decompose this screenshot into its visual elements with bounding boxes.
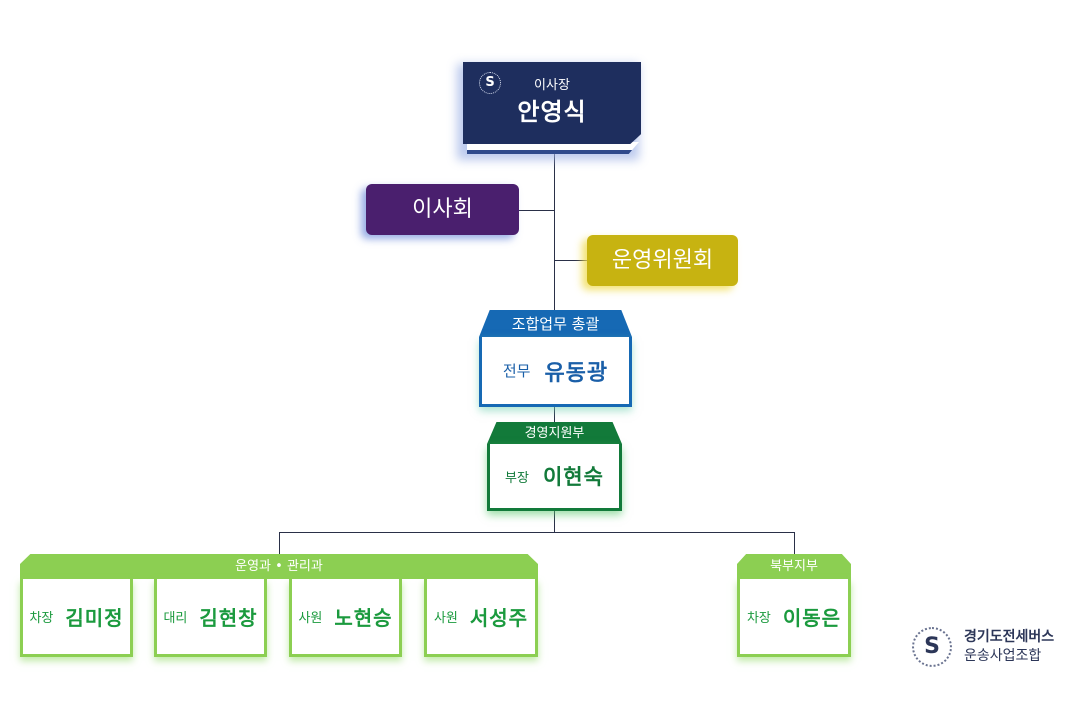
sections-group-header: 운영과 • 관리과 — [20, 554, 538, 579]
executive-role: 전무 — [502, 362, 531, 380]
footer-org-line2: 운송사업조합 — [964, 648, 1042, 664]
connector-right-drop — [794, 532, 795, 554]
member-role: 차장 — [29, 611, 54, 626]
member-card: 대리 김현창 — [154, 579, 267, 657]
connector-mgmt-down — [554, 508, 555, 532]
member-role: 사원 — [298, 611, 323, 626]
member-name: 서성주 — [469, 606, 529, 630]
north-branch-label: 북부지부 — [770, 559, 818, 574]
executive-name: 유동광 — [544, 360, 609, 386]
management-support-box: 경영지원부 부장 이현숙 — [487, 422, 622, 511]
management-support-role: 부장 — [505, 470, 529, 486]
connector-ops — [554, 260, 587, 261]
north-branch-name: 이동은 — [782, 606, 842, 630]
operating-committee-box: 운영위원회 — [587, 235, 738, 286]
north-branch-header: 북부지부 — [737, 554, 851, 579]
management-support-body: 부장 이현숙 — [487, 444, 622, 511]
executive-header: 조합업무 총괄 — [479, 310, 632, 337]
member-card: 사원 서성주 — [424, 579, 538, 657]
member-name: 김현창 — [199, 606, 258, 630]
chairman-name: 안영식 — [517, 98, 587, 126]
member-role: 대리 — [163, 611, 188, 626]
sections-group-label: 운영과 • 관리과 — [235, 559, 323, 574]
connector-horizontal — [279, 532, 795, 533]
member-name: 노현승 — [334, 606, 393, 630]
executive-body: 전무 유동광 — [479, 337, 632, 407]
chairman-box: S 이사장 안영식 — [457, 62, 641, 160]
connector-board — [519, 210, 555, 211]
member-role: 사원 — [433, 611, 458, 626]
chairman-base-strip — [467, 142, 639, 154]
footer-org-name: 경기도전세버스 운송사업조합 — [964, 628, 1054, 666]
executive-box: 조합업무 총괄 전무 유동광 — [479, 310, 632, 407]
member-card: 사원 노현승 — [289, 579, 402, 657]
member-card: 차장 김미정 — [20, 579, 133, 657]
board-box: 이사회 — [366, 184, 519, 235]
footer-org-line1: 경기도전세버스 — [964, 629, 1055, 645]
north-branch-card: 차장 이동은 — [737, 579, 851, 657]
chairman-panel: S 이사장 안영식 — [463, 62, 641, 144]
union-logo-icon: S — [479, 72, 501, 94]
union-logo-icon: S — [912, 627, 952, 667]
connector-exec-mgmt — [554, 396, 555, 422]
member-name: 김미정 — [65, 606, 124, 630]
management-support-header: 경영지원부 — [487, 422, 622, 444]
management-support-name: 이현숙 — [542, 465, 604, 489]
chairman-title: 이사장 — [534, 78, 570, 93]
connector-trunk-top — [554, 150, 555, 310]
connector-left-drop — [279, 532, 280, 554]
north-branch-role: 차장 — [746, 611, 771, 626]
